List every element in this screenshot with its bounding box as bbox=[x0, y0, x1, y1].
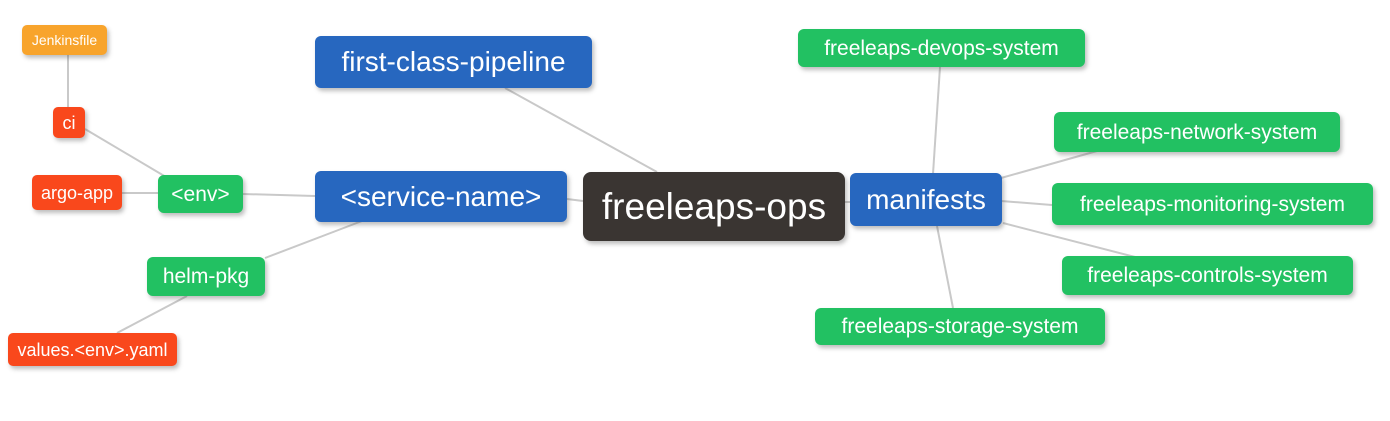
node-jenkinsfile[interactable]: Jenkinsfile bbox=[22, 25, 107, 55]
edge-values-yaml-helm-pkg bbox=[116, 295, 188, 334]
node-ci[interactable]: ci bbox=[53, 107, 85, 138]
edge-manifests-monitoring bbox=[1000, 200, 1053, 206]
node-freeleaps-monitoring-system[interactable]: freeleaps-monitoring-system bbox=[1052, 183, 1373, 225]
edge-pipeline-root bbox=[504, 87, 658, 173]
edge-helm-pkg-service-name bbox=[264, 220, 363, 259]
edge-ci-env bbox=[84, 128, 167, 178]
node-first-class-pipeline[interactable]: first-class-pipeline bbox=[315, 36, 592, 88]
edge-manifests-devops bbox=[932, 66, 941, 175]
node-values-env-yaml[interactable]: values.<env>.yaml bbox=[8, 333, 177, 366]
node-service-name[interactable]: <service-name> bbox=[315, 171, 567, 222]
node-freeleaps-controls-system[interactable]: freeleaps-controls-system bbox=[1062, 256, 1353, 295]
node-manifests[interactable]: manifests bbox=[850, 173, 1002, 226]
edge-manifests-storage bbox=[936, 225, 954, 309]
edge-env-service-name bbox=[242, 193, 316, 197]
node-freeleaps-storage-system[interactable]: freeleaps-storage-system bbox=[815, 308, 1105, 345]
node-freeleaps-devops-system[interactable]: freeleaps-devops-system bbox=[798, 29, 1085, 67]
node-env[interactable]: <env> bbox=[158, 175, 243, 213]
node-freeleaps-network-system[interactable]: freeleaps-network-system bbox=[1054, 112, 1340, 152]
edge-service-name-root bbox=[566, 198, 584, 202]
node-freeleaps-ops[interactable]: freeleaps-ops bbox=[583, 172, 845, 241]
edge-manifests-network bbox=[1000, 150, 1098, 179]
edge-manifests-controls bbox=[1002, 222, 1136, 258]
node-argo-app[interactable]: argo-app bbox=[32, 175, 122, 210]
node-helm-pkg[interactable]: helm-pkg bbox=[147, 257, 265, 296]
